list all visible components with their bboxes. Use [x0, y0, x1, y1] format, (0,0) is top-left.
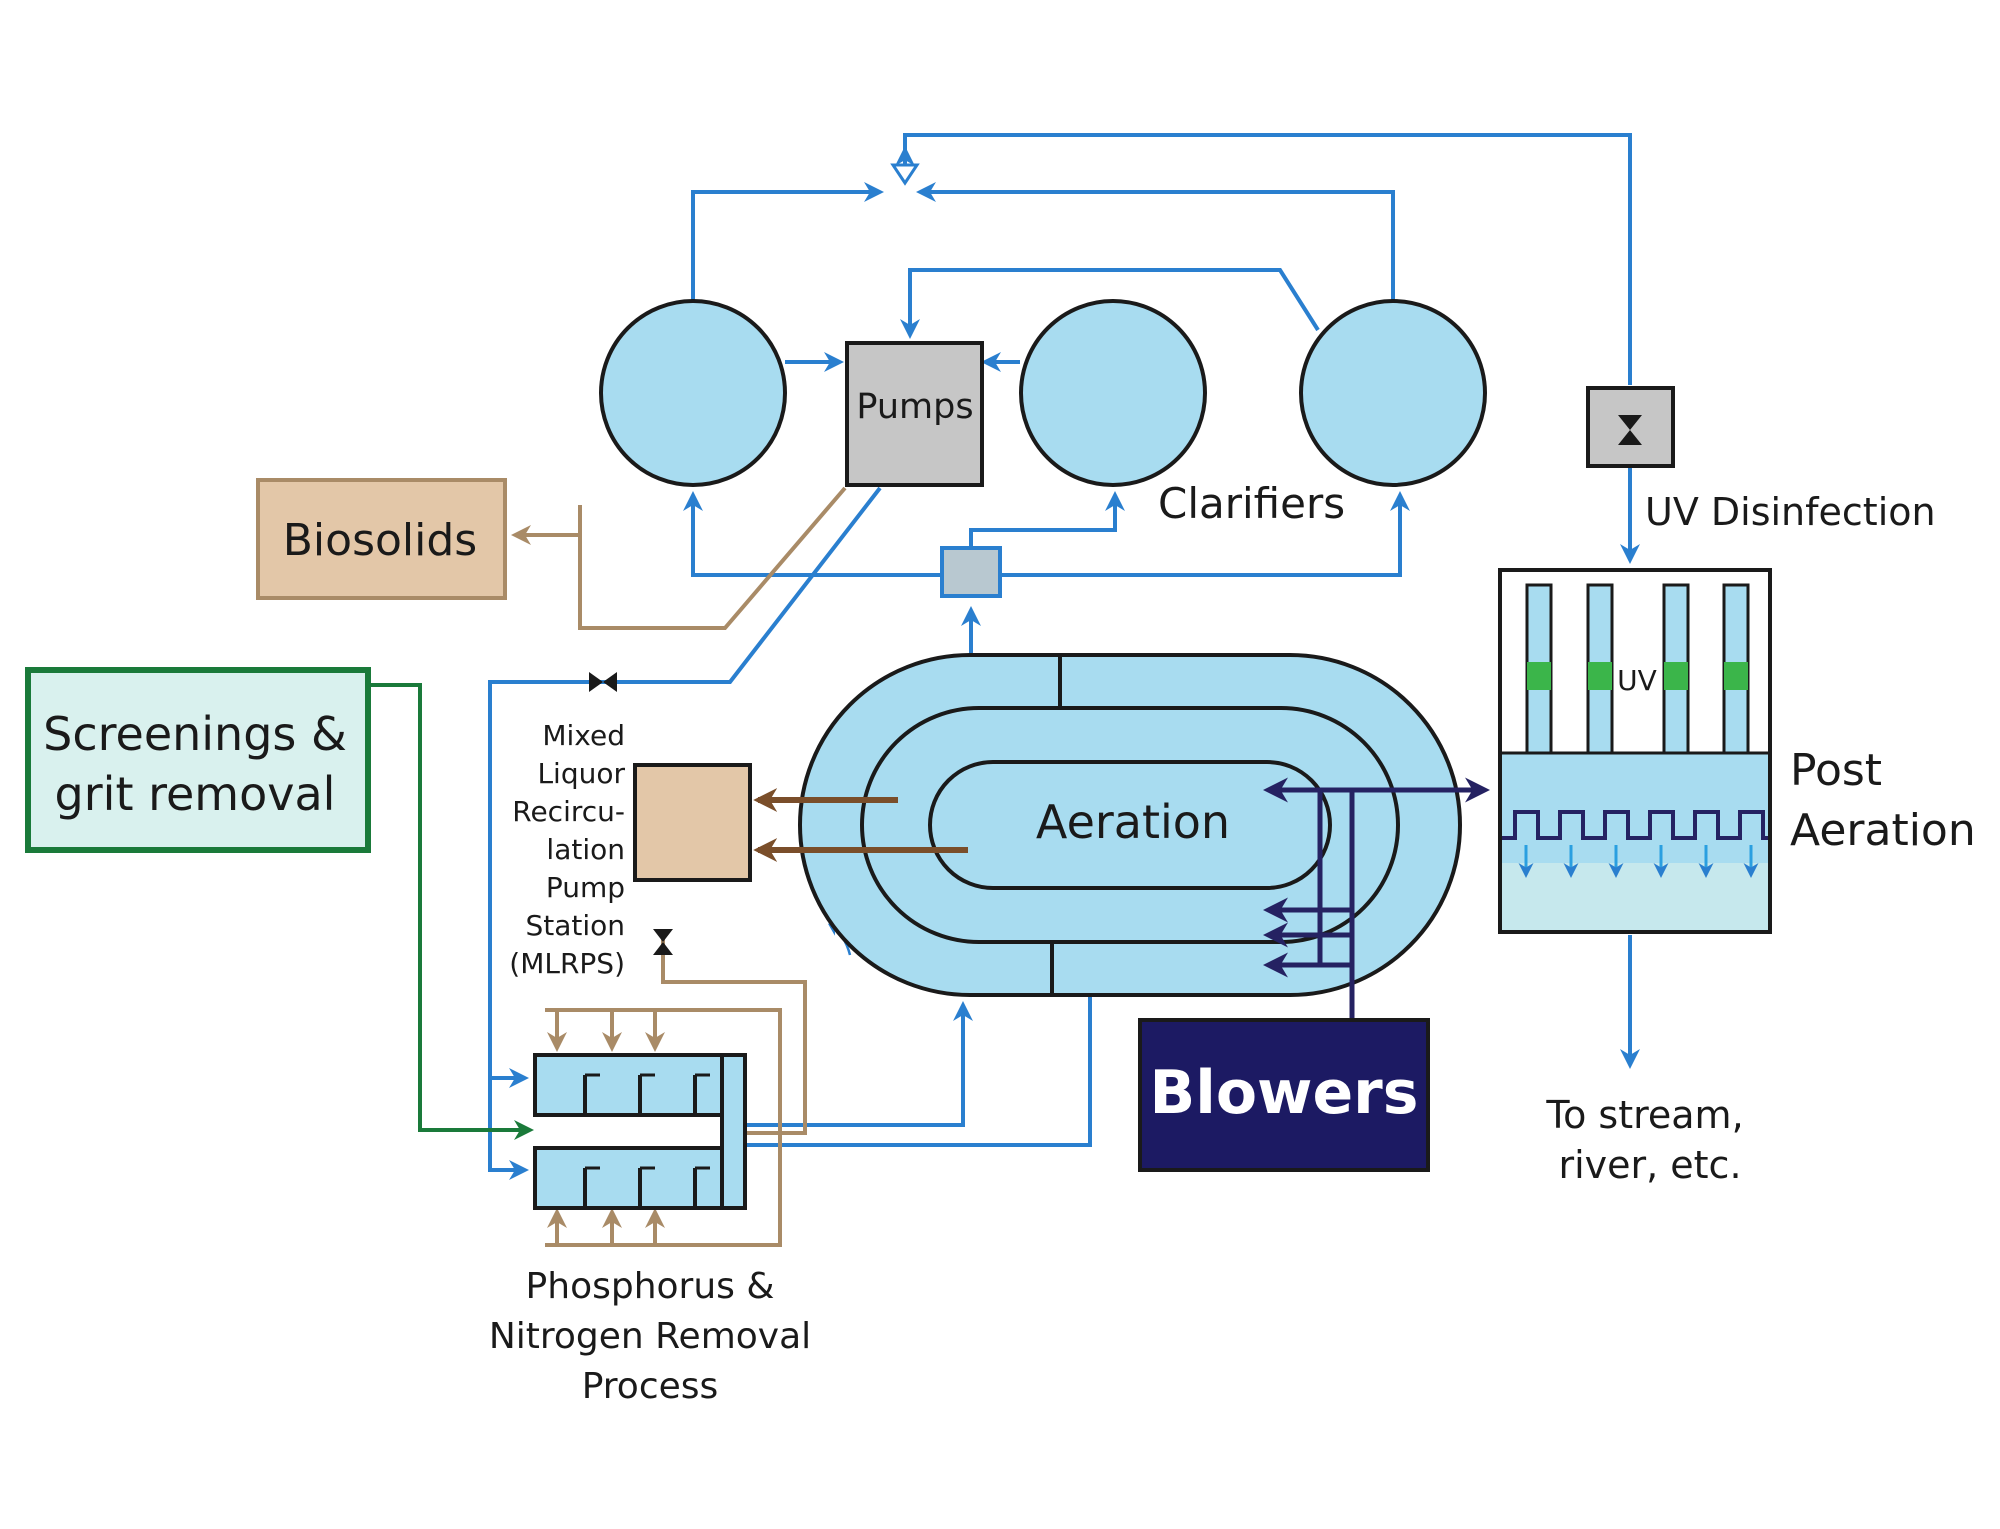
- biosolids-box: [256, 478, 507, 600]
- discharge-label-line2: river, etc.: [1558, 1143, 1741, 1187]
- mlrps-label-line1: Mixed: [542, 719, 625, 752]
- biosolids-label: Biosolids: [283, 515, 477, 566]
- air-lines: [1263, 777, 1490, 1020]
- mlrps-label-line2: Liquor: [537, 757, 625, 790]
- clarifier-2: [1019, 299, 1207, 487]
- mlrps-label-line3: Recircu-: [512, 795, 625, 828]
- clarifiers-label: Clarifiers: [1158, 479, 1345, 528]
- discharge-label-line1: To stream,: [1545, 1093, 1743, 1137]
- mlrps-valve: [653, 929, 673, 955]
- uv-label: UV: [1617, 664, 1657, 697]
- pumps-label: Pumps: [856, 387, 973, 427]
- post-aeration-tank: [1498, 568, 1772, 934]
- screenings-box: [25, 667, 371, 853]
- pnr-label-line1: Phosphorus &: [526, 1266, 775, 1307]
- screenings-label-line1: Screenings &: [43, 707, 347, 761]
- sludge-lines: [511, 486, 847, 1247]
- water-flow-lines: [488, 133, 1640, 1180]
- uv-valve: [1618, 415, 1642, 445]
- mlrps-label-line7: (MLRPS): [509, 947, 625, 980]
- ras-valve: [589, 672, 617, 692]
- pnr-label-line3: Process: [582, 1366, 719, 1407]
- mlrps-label-line6: Station: [525, 909, 625, 942]
- post-aeration-diffuser-arrows: [1518, 845, 1759, 878]
- recirculation-arrows: [753, 788, 968, 862]
- pnr-tanks: [533, 1053, 747, 1210]
- mlrps-label: Mixed Liquor Recircu- lation Pump Statio…: [509, 719, 625, 980]
- post-aeration-label-line1: Post: [1790, 745, 1882, 796]
- blowers-label: Blowers: [1150, 1058, 1419, 1128]
- uv-valve-box: [1586, 386, 1675, 468]
- pumps-box: [845, 341, 984, 487]
- post-aeration-label-line2: Aeration: [1790, 805, 1976, 856]
- clarifier-1: [599, 299, 787, 487]
- grit-line: [368, 683, 534, 1140]
- pnr-label-line2: Nitrogen Removal: [489, 1316, 811, 1357]
- screenings-label-line2: grit removal: [55, 767, 336, 821]
- upper-split-valve: [890, 163, 920, 186]
- clarifier-3: [1299, 299, 1487, 487]
- mlrps-label-line4: lation: [546, 833, 625, 866]
- uv-disinfection-label: UV Disinfection: [1645, 490, 1936, 534]
- blowers-box: [1138, 1018, 1430, 1172]
- mlrps-label-line5: Pump: [546, 871, 625, 904]
- distribution-box: [940, 546, 1002, 598]
- aeration-label: Aeration: [1036, 795, 1230, 849]
- mlrps-box: [633, 763, 752, 882]
